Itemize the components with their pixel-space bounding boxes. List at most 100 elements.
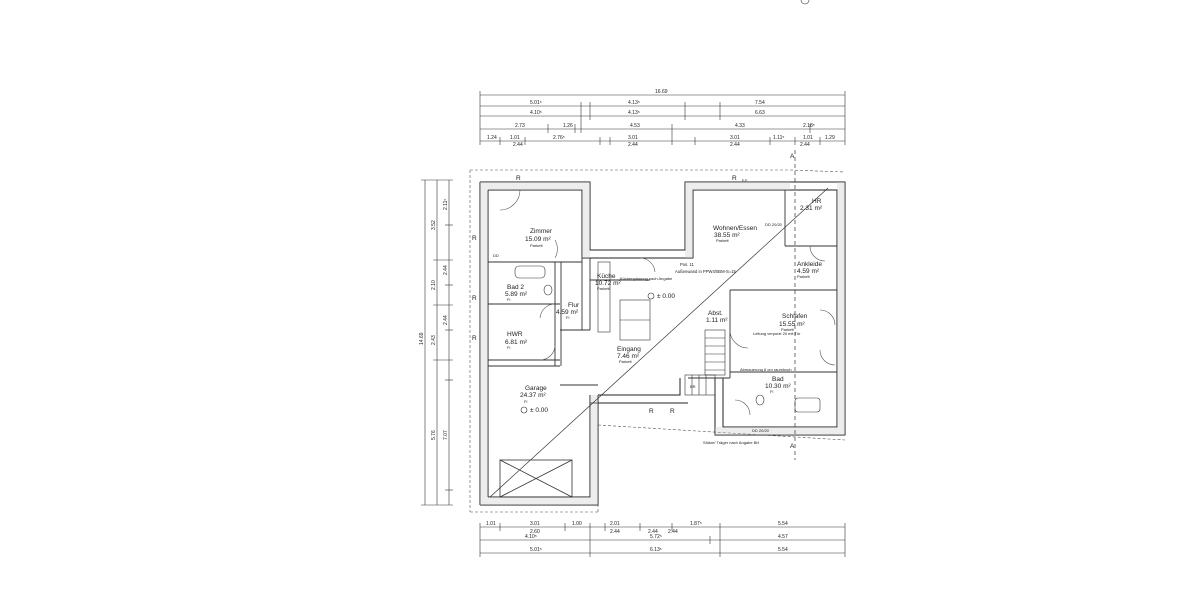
window-tag-3: R — [472, 235, 477, 242]
dim-left-c1-a: 3.52 — [431, 220, 437, 230]
room-garage: Garage 24.37 m² Fl — [520, 385, 547, 404]
kitchen-note: Küchenplanung nach Angabe — [620, 276, 673, 281]
room-hwr-area: 6.81 m² — [505, 339, 528, 346]
section-mark-bottom: A — [790, 443, 795, 450]
dim-bot-r3-c: 5.54 — [778, 547, 788, 553]
room-bad-area: 10.30 m² — [765, 383, 791, 390]
dim-left-c2-a: 2.11⁵ — [443, 199, 449, 210]
dim-bot-r3-a: 5.01⁵ — [530, 547, 542, 553]
room-eingang-name: Eingang — [617, 346, 641, 353]
room-ankleide-area: 4.59 m² — [797, 268, 820, 275]
room-ankleide: Ankleide 4.59 m² Parkett — [797, 261, 822, 279]
window-tag-6: R — [649, 408, 654, 415]
window-tag-4: R — [472, 295, 477, 302]
level-mark-garage: ± 0.00 — [530, 407, 548, 414]
room-garage-floor: Fl — [524, 399, 527, 404]
room-flur-floor: Fl — [566, 315, 569, 320]
window-tag-1: R — [516, 175, 521, 182]
dim-bot-r1-f: 5.54 — [778, 521, 788, 527]
top-dimension-chains — [479, 91, 846, 145]
wall-note: Außenwand in PPW4/0BM-S=15 — [675, 269, 737, 274]
dim-top-r4-e: 3.01 — [730, 135, 740, 141]
room-labels: Zimmer 15.09 m² Parkett Bad 2 5.89 m² Fl… — [505, 198, 823, 404]
dim-top-sub-d: 2.44 — [800, 142, 810, 148]
dim-bot-r3-b: 6.13⁵ — [650, 547, 662, 553]
room-bad-name: Bad — [772, 376, 784, 383]
room-zimmer-area: 15.09 m² — [525, 236, 551, 243]
window-tag-7: R — [670, 408, 675, 415]
stairs — [684, 329, 726, 396]
room-kueche-name: Küche — [597, 273, 616, 280]
window-tag-2: R — [732, 175, 737, 182]
level-mark-living: ± 0.00 — [657, 293, 675, 300]
dim-bot-sub-d: 2.44 — [668, 529, 678, 535]
room-flur: Flur 4.59 m² Fl — [556, 302, 580, 320]
dd-label-2: DD 20/20 — [752, 428, 770, 433]
stuetze-note: Stütze/ Träger nach Angabe BH — [703, 440, 759, 445]
dim-top-r3-d: 4.33 — [735, 123, 745, 129]
dim-top-r4-h: 1.29 — [825, 135, 835, 141]
section-line — [489, 150, 829, 498]
room-eingang: Eingang 7.46 m² Parkett — [617, 346, 641, 364]
dim-bot-r1-c: 1.00 — [572, 521, 582, 527]
room-flur-area: 4.59 m² — [556, 309, 579, 316]
dim-top-r4-g: 1.01 — [803, 135, 813, 141]
dim-top-r4-a: 1.24 — [487, 135, 497, 141]
dim-bot-r1-a: 1.01 — [486, 521, 496, 527]
room-bad2-name: Bad 2 — [507, 284, 524, 291]
dim-left-overall: 14.69 — [419, 332, 425, 345]
annotations: ± 0.00 ± 0.00 Außenwand in PPW4/0BM-S=15… — [472, 153, 801, 450]
fe-tag: F.F. — [742, 178, 748, 183]
room-bad: Bad 10.30 m² Fl — [765, 376, 791, 394]
dd-label: DD 20/20 — [765, 222, 783, 227]
bottom-dimension-chains — [479, 523, 846, 557]
pos-tag: Pos. 11 — [680, 262, 695, 267]
room-wohnen-area: 38.55 m² — [714, 232, 740, 239]
kitchen-counter — [597, 261, 651, 341]
room-schlafen: Schlafen 15.55 m² Parkett — [779, 313, 808, 332]
room-garage-name: Garage — [525, 385, 547, 392]
abmauerung-note: Abmauerung 6 cm raumhoch — [740, 367, 792, 372]
room-kueche-floor: Parkett — [597, 286, 611, 291]
room-hwr-floor: Fl — [507, 345, 510, 350]
dim-top-r2-b: 4.13⁵ — [628, 110, 640, 116]
dim-bot-r1-b: 3.01 — [530, 521, 540, 527]
level-mark-garage-icon — [520, 406, 528, 414]
room-hr-area: 2.31 m² — [800, 205, 823, 212]
dim-bot-r2-c: 4.57 — [778, 534, 788, 540]
dim-bot-sub-c: 2.44 — [648, 529, 658, 535]
outer-walls — [479, 181, 846, 506]
dim-bot-r2-b: 5.72⁵ — [650, 534, 662, 540]
dim-top-sub-c: 2.44 — [730, 142, 740, 148]
dim-top-r4-b: 1.01 — [510, 135, 520, 141]
room-abst-area: 1.11 m² — [706, 317, 728, 324]
left-dimension-labels: 14.69 3.52 2.10 2.43 5.76 2.11⁵ 2.44 2.4… — [419, 199, 449, 440]
room-bad2-floor: Fl — [507, 297, 510, 302]
room-garage-area: 24.37 m² — [520, 392, 546, 399]
dim-bot-r2-a: 4.10⁵ — [525, 534, 537, 540]
dim-top-r3-c: 4.53 — [630, 123, 640, 129]
room-wohnen-floor: Parkett — [716, 238, 730, 243]
room-schlafen-area: 15.55 m² — [779, 321, 805, 328]
dim-top-r3-b: 1.26 — [563, 123, 573, 129]
left-dimension-chains — [421, 179, 453, 506]
room-wohnen-name: Wohnen/Essen — [713, 225, 757, 232]
dim-bot-sub-a: 2.60 — [530, 529, 540, 535]
room-ankleide-floor: Parkett — [797, 274, 811, 279]
room-hwr-name: HWR — [507, 331, 523, 338]
room-ankleide-name: Ankleide — [797, 261, 822, 268]
room-hwr: HWR 6.81 m² Fl — [505, 331, 528, 350]
dim-top-r2-a: 4.10⁵ — [530, 110, 542, 116]
dim-top-r1-c: 7.54 — [755, 100, 765, 106]
dd-small: DD — [493, 253, 499, 258]
section-mark-top: A — [790, 153, 795, 160]
room-kueche-area: 10.72 m² — [595, 280, 621, 287]
level-mark-living-icon — [647, 292, 655, 300]
dim-top-sub-b: 2.44 — [628, 142, 638, 148]
room-kueche: Küche 10.72 m² Parkett — [595, 273, 621, 291]
dim-top-r3-e: 2.18⁵ — [803, 123, 815, 129]
garage-door — [499, 459, 573, 498]
room-schlafen-name: Schlafen — [782, 313, 808, 320]
